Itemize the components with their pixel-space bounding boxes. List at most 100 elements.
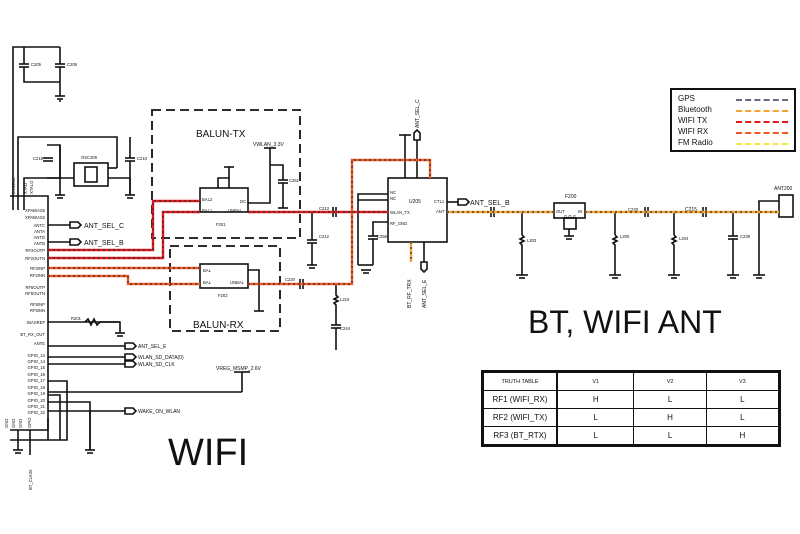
osc200-label: OSC200 [81, 155, 98, 160]
c206-label: C206 [67, 62, 78, 67]
c218-label: C218 [33, 156, 44, 161]
svg-text:ANT_SEL_B: ANT_SEL_B [84, 240, 124, 247]
balun-rx-title: BALUN-RX [193, 320, 244, 331]
chip-pin-label: GPIO_20 [28, 398, 46, 403]
offpage-ant-sel-b: ANT_SEL_B [69, 238, 124, 247]
svg-text:WLAN_SD_CLK: WLAN_SD_CLK [138, 362, 175, 368]
chip-pin-label: GPIO_13 [28, 353, 46, 358]
c212-label: C212 [319, 234, 330, 239]
antenna-matching: L203 F200 OUT IN G G G L200 C228 L204 C2… [490, 186, 794, 279]
ground-icon [609, 274, 621, 279]
ant-sel-e-net-2: ANT_SEL_E [422, 279, 428, 308]
legend-swatch-fm-radio [736, 143, 788, 145]
chip-top-pin-label: DVDD12 [11, 177, 16, 194]
svg-text:BAL2: BAL2 [202, 197, 213, 202]
chip-top-pin-label: XTALO [29, 180, 34, 194]
chip-pin-label: GPIO_22 [28, 410, 46, 415]
chip-pin-label: GPIO_17 [28, 378, 46, 383]
legend-swatch-gps [736, 99, 788, 101]
svg-text:WLAN_SD_DATA(0): WLAN_SD_DATA(0) [138, 355, 184, 361]
chip-pin-label: XPABIAS2 [25, 215, 46, 220]
rf-trace-wifi-rx [48, 158, 432, 286]
svg-text:BAL1: BAL1 [202, 208, 213, 213]
ground-icon [753, 274, 765, 279]
truth-table-row: RF1 (WIFI_RX) H L L [483, 390, 780, 409]
svg-text:ANT: ANT [436, 209, 445, 214]
ground-icon [668, 274, 680, 279]
u205-label: U205 [409, 199, 421, 205]
svg-text:G G G: G G G [564, 214, 576, 219]
ant200-label: ANT200 [774, 186, 793, 192]
bt-wifi-ant-section-title: BT, WIFI ANT [528, 304, 722, 340]
svg-text:CTL1: CTL1 [434, 199, 445, 204]
chip-bottom-pin-label: GND [11, 419, 16, 428]
rf-trace-bluetooth [409, 210, 779, 262]
wifi-chip: XPABIAS5XPABIAS2ANTCANTAANTDANTBRF2OUTPR… [4, 177, 250, 490]
chip-pin-label: RF5OUTP [25, 285, 45, 290]
ground-icon [13, 449, 23, 454]
balun-rx-block: BALUN-RX BAL BAL UNBAL F202 [169, 245, 281, 332]
l210-label: L210 [340, 297, 350, 302]
legend-swatch-wifi-tx [736, 121, 788, 123]
r201-label: R201 [71, 316, 82, 321]
u205-switch: U205 NC NC WLAN_TX RF_GND CTL1 ANT ANT_S… [357, 99, 510, 308]
wifi-section-title: WIFI [168, 432, 248, 474]
ant200-body [778, 194, 794, 218]
svg-text:WLAN_TX: WLAN_TX [390, 210, 410, 215]
truth-table: TRUTH TABLE V1 V2 V3 RF1 (WIFI_RX) H L L… [481, 370, 781, 447]
chip-pin-label: RF2INP [30, 266, 45, 271]
svg-text:ANT_SEL_C: ANT_SEL_C [84, 223, 124, 230]
chip-pin-labels: XPABIAS5XPABIAS2ANTCANTAANTDANTBRF2OUTPR… [20, 208, 45, 415]
c244-label: C244 [340, 326, 351, 331]
bt-clk26-net: BT_CLK26 [28, 469, 33, 490]
svg-text:NC: NC [390, 190, 396, 195]
ground-icon [564, 235, 574, 240]
ground-icon [55, 194, 65, 199]
bt-rf-trx-net: BT_RF_TRX [407, 279, 413, 308]
svg-text:BAL: BAL [203, 268, 212, 273]
offpage-wlan-sd-clk: WLAN_SD_CLK [124, 360, 175, 368]
chip-pin-label: GPIO_21 [28, 404, 46, 409]
svg-text:UNBAL: UNBAL [228, 208, 243, 213]
f202-label: F202 [218, 293, 228, 298]
c205-label: C205 [31, 62, 42, 67]
c239-label: C239 [740, 234, 751, 239]
chip-pin-label: XPABIAS5 [25, 208, 46, 213]
chip-pin-label: RF5OUTN [25, 291, 45, 296]
ground-icon [516, 274, 528, 279]
ground-icon [361, 269, 371, 274]
ant-sel-b-net-2: ANT_SEL_B [470, 200, 510, 207]
truth-table-row: RF3 (BT_RTX) L L H [483, 426, 780, 445]
svg-text:WAKE_ON_WLAN: WAKE_ON_WLAN [138, 409, 180, 415]
balun-tx-block: BALUN-TX BAL2 BAL1 UNBAL DC F201 VWLAN_3… [151, 109, 301, 239]
svg-text:IN: IN [578, 209, 582, 214]
l200-label: L200 [620, 234, 630, 239]
legend-item-fm-radio: FM Radio [678, 138, 790, 149]
offpage-wlan-sd-data: WLAN_SD_DATA(0) [124, 353, 184, 361]
chip-pin-label: ANTD [34, 235, 45, 240]
legend-item-bluetooth: Bluetooth [678, 105, 790, 116]
chip-pin-label: RF5INP [30, 302, 45, 307]
l203-label: L203 [527, 238, 537, 243]
chip-bottom-pin-label: GND [4, 419, 9, 428]
ant-sel-c-net: ANT_SEL_C [415, 99, 421, 128]
chip-pin-label: BT_RX_OUT [20, 332, 45, 337]
ground-icon [115, 332, 125, 337]
trace-legend: GPS Bluetooth WIFI TX WIFI RX FM Radio [670, 88, 796, 152]
ground-icon [55, 95, 65, 102]
svg-text:RF_GND: RF_GND [390, 221, 407, 226]
ground-icon [307, 264, 317, 269]
chip-pin-label: ANTE [34, 341, 45, 346]
ground-icon [125, 194, 135, 199]
chip-pin-label: RF2OUTN [25, 256, 45, 261]
legend-item-gps: GPS [678, 94, 790, 105]
ground-icon [85, 449, 95, 454]
rf-trace-wifi-tx [48, 199, 388, 260]
chip-pin-label: ANTC [34, 223, 45, 228]
decoupling-caps-c205-c206: C205 C206 [12, 46, 78, 210]
chip-pin-label: GPIO_19 [28, 391, 46, 396]
l204-label: L204 [679, 236, 689, 241]
offpage-ant-sel-c: ANT_SEL_C [69, 221, 124, 230]
